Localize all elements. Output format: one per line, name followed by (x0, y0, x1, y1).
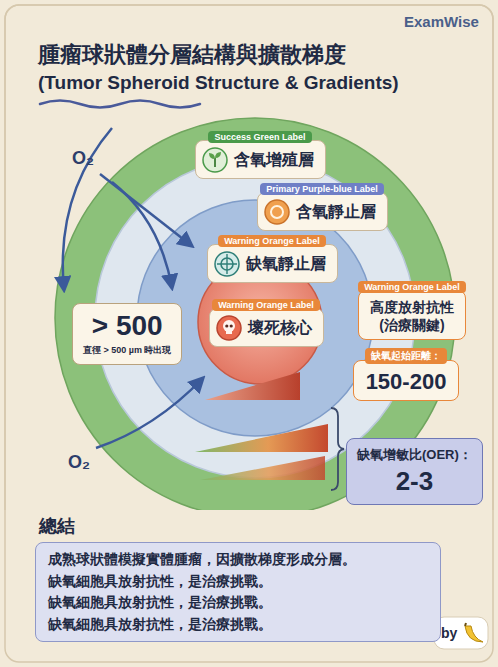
signature-pill (434, 617, 488, 649)
layer-name: 壞死核心 (248, 318, 312, 339)
ground-patch (0, 510, 498, 667)
ring-icon (264, 199, 290, 225)
oer-node: 缺氧增敏比(OER)： 2-3 (346, 438, 483, 505)
target-icon (214, 251, 240, 277)
diffusion-arrow (112, 182, 172, 288)
callout-number: 2-3 (396, 466, 434, 497)
callout-box: 缺氧增敏比(OER)： 2-3 (346, 438, 483, 505)
summary-line: 缺氧細胞具放射抗性，是治療挑戰。 (48, 614, 428, 636)
status-tag: Warning Orange Label (212, 299, 320, 311)
gradient-wedge (200, 456, 325, 480)
oxygen-label: O₂ (68, 452, 90, 473)
diffusion-arrow (63, 128, 112, 290)
summary-line: 成熟球狀體模擬實體腫瘤，因擴散梯度形成分層。 (48, 549, 428, 571)
summary-line: 缺氧細胞具放射抗性，是治療挑戰。 (48, 571, 428, 593)
label-box: 缺氧靜止層 (207, 244, 338, 283)
layer-name: 缺氧靜止層 (246, 254, 326, 275)
label-box: 含氧增殖層 (195, 140, 326, 179)
signature: by (441, 625, 457, 641)
summary-heading: 總結 (39, 514, 441, 538)
tag-node: Warning Orange Label 壞死核心 (209, 294, 324, 347)
callout-box: 150-200 (353, 360, 460, 401)
page-frame (5, 5, 493, 662)
diffusion-arrow (96, 378, 203, 448)
oxygen-label: O₂ (72, 148, 94, 169)
status-tag: Warning Orange Label (358, 281, 466, 293)
callout-box: > 500 直徑 > 500 µm 時出現 (72, 303, 182, 365)
label-box: 高度放射抗性 (治療關鍵) (358, 290, 466, 340)
gradient-wedge (205, 372, 300, 400)
callout-heading: 缺氧起始距離： (365, 348, 447, 364)
title-underline (40, 101, 200, 108)
brand-mark: ExamWise (404, 13, 479, 30)
status-tag: Success Green Label (208, 131, 311, 143)
callout-text: 高度放射抗性 (治療關鍵) (367, 298, 457, 334)
layer-name: 含氧靜止層 (296, 202, 376, 223)
label-box: 含氧靜止層 (257, 192, 388, 231)
callout-heading: 缺氧增敏比(OER)： (357, 446, 472, 464)
callout-number: 150-200 (366, 369, 447, 395)
big-node: > 500 直徑 > 500 µm 時出現 (72, 303, 182, 365)
bracket (331, 408, 344, 490)
tag-node: Primary Purple-blue Label 含氧靜止層 (257, 178, 388, 231)
subtitle: (Tumor Spheroid Structure & Gradients) (38, 72, 399, 94)
page-frame (5, 5, 493, 662)
callout-note: 直徑 > 500 µm 時出現 (83, 344, 171, 357)
callout-number: > 500 (92, 310, 163, 342)
dist-node: 缺氧起始距離： 150-200 (353, 345, 460, 401)
summary-line: 缺氧細胞具放射抗性，是治療挑戰。 (48, 592, 428, 614)
gradient-wedge (195, 424, 328, 452)
label-box: 壞死核心 (209, 308, 324, 347)
status-tag: Primary Purple-blue Label (260, 183, 384, 195)
tag-node: Success Green Label 含氧增殖層 (195, 126, 326, 179)
wrap-node: Warning Orange Label 高度放射抗性 (治療關鍵) (358, 276, 466, 340)
tag-node: Warning Orange Label 缺氧靜止層 (207, 230, 338, 283)
title: 腫瘤球狀體分層結構與擴散梯度 (38, 40, 346, 70)
skull-icon (216, 315, 242, 341)
leaf-icon (202, 147, 228, 173)
layer-name: 含氧增殖層 (234, 150, 314, 171)
summary-box: 成熟球狀體模擬實體腫瘤，因擴散梯度形成分層。缺氧細胞具放射抗性，是治療挑戰。缺氧… (35, 542, 441, 642)
banana-icon (465, 623, 483, 642)
sum-node: 總結成熟球狀體模擬實體腫瘤，因擴散梯度形成分層。缺氧細胞具放射抗性，是治療挑戰。… (35, 514, 441, 642)
status-tag: Warning Orange Label (218, 235, 326, 247)
